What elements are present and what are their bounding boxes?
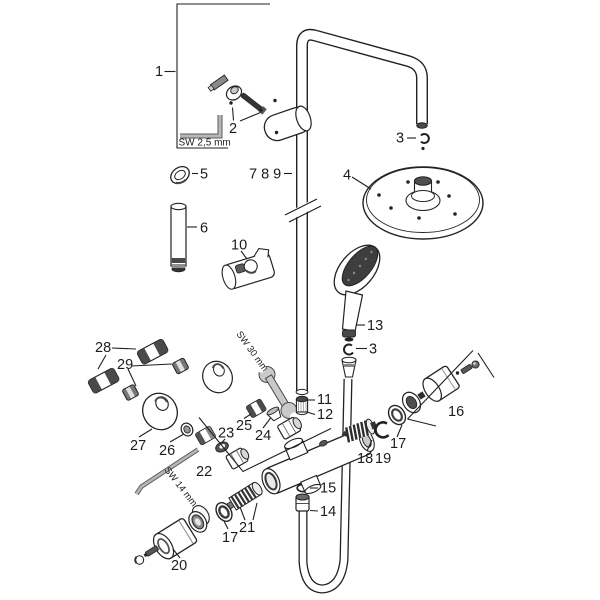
callout-13: 13 [367,318,383,334]
hex-nut [277,416,302,440]
shower-hose-part14 [295,378,353,594]
hex-key-sw25-icon [180,115,223,139]
callout-1: 1 [155,64,163,80]
extension-tube-part6 [170,202,187,273]
callout-11: 11 [317,392,332,408]
screw-dot [274,130,279,135]
callout-12: 12 [317,407,333,423]
callout-17-left: 17 [222,530,238,546]
hose-cone-adapter [341,356,357,378]
escutcheon-part27 [142,360,233,431]
leader-lines [97,70,416,559]
circlip-3-top [420,133,430,151]
screw-set-part2 [207,74,267,115]
callout-20: 20 [171,558,187,574]
ring-part17-right [387,404,407,426]
callout-3-mid: 3 [369,342,377,358]
hand-shower-part13 [333,244,381,342]
callout-5: 5 [200,167,208,183]
callout-6: 6 [200,221,208,237]
s-union-part28 [87,338,169,394]
callout-26: 26 [159,443,175,459]
callout-3-top: 3 [396,131,404,147]
callout-22: 22 [196,464,212,480]
callout-23: 23 [218,426,234,442]
callout-labels: 1 2 3 4 5 6 7 8 9 10 13 3 11 12 16 17 18… [95,64,464,574]
circlip-3-mid [343,343,354,356]
annotation-sw25: SW 2,5 mm [179,138,231,149]
screw-dot [273,98,277,103]
knob-group-part20 [134,505,210,565]
shower-arm-and-riser-pipe [284,28,428,396]
callout-16: 16 [448,404,464,420]
callout-14: 14 [320,504,336,520]
callout-17-right: 17 [390,436,406,452]
seal-ring-part5 [170,165,190,185]
pipe-break-marks [284,197,322,223]
spray-nozzle-dots [377,180,457,220]
callout-15: 15 [320,481,336,497]
aerator [188,505,210,533]
callout-18: 18 [357,451,373,467]
circlip-part19 [374,421,390,439]
hex-key-sw14-icon [134,447,200,496]
detail-frame-part1 [176,3,270,149]
callout-19: 19 [375,451,391,467]
slider-part10 [221,248,275,290]
callout-2: 2 [229,121,237,137]
thermostat-valve-body [261,428,375,495]
callout-24: 24 [255,428,271,444]
bush-part25 [246,398,267,418]
arm-end-cap [416,122,428,129]
callout-29: 29 [117,357,133,373]
ring-part26 [180,422,194,437]
callout-25: 25 [236,418,252,434]
callout-7-8-9: 7 8 9 [249,167,281,183]
body-screw [319,439,328,447]
callout-27: 27 [130,438,146,454]
callout-21: 21 [239,520,255,536]
fitting-set-part22 [195,425,250,470]
connector-part11-12 [295,395,309,416]
screw [143,545,159,558]
spray-face-dots [347,250,373,282]
union-nut-part29 [122,357,189,401]
overhead-shower-part4 [362,166,484,240]
ring-part17-left [215,502,233,522]
riser-bottom-end [295,388,309,396]
cap [134,555,145,565]
callout-28: 28 [95,340,111,356]
callout-10: 10 [231,238,247,254]
callout-4: 4 [343,168,351,184]
group-brackets [198,350,495,473]
